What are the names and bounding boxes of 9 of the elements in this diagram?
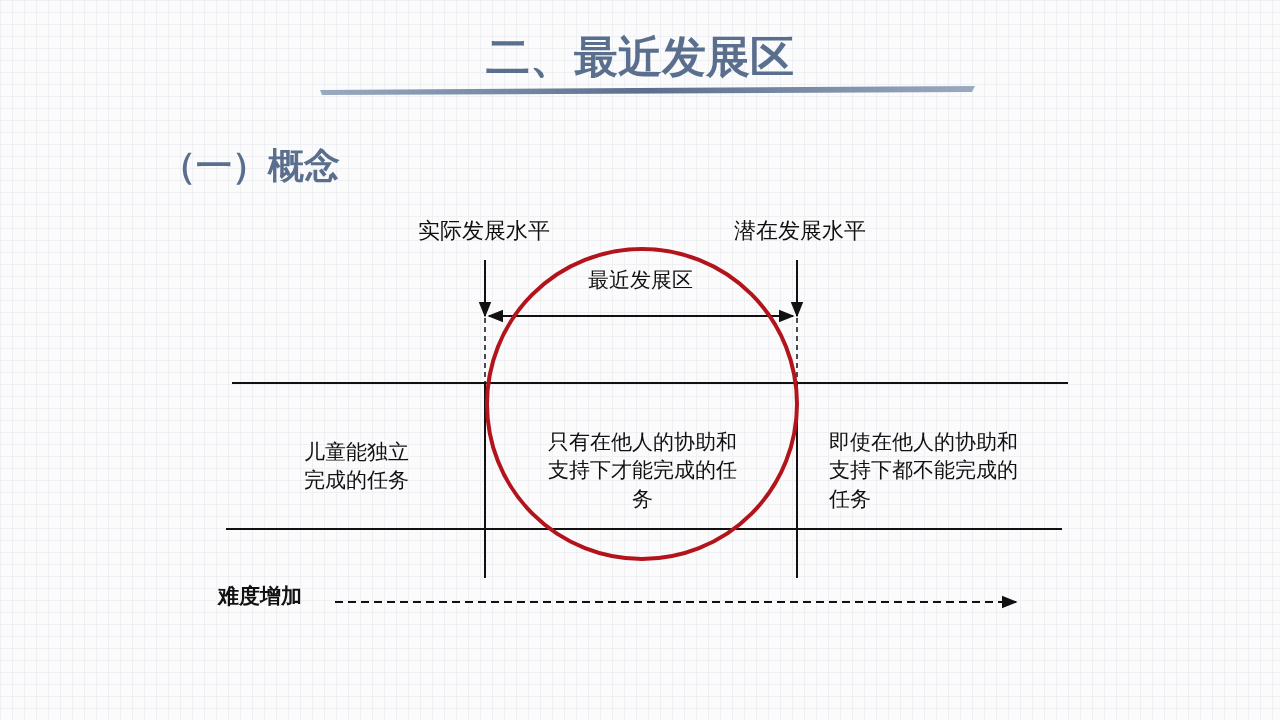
task-text: 即使在他人的协助和支持下都不能完成的任务: [828, 429, 1019, 513]
section-heading: （一）概念: [160, 144, 340, 188]
level-label: 潜在发展水平: [734, 217, 866, 245]
zone-label: 最近发展区: [587, 267, 693, 294]
slide-title: 二、最近发展区: [485, 30, 795, 84]
task-text: 儿童能独立完成的任务: [303, 439, 410, 495]
level-label: 实际发展水平: [418, 217, 550, 245]
axis-label: 难度增加: [218, 583, 302, 610]
task-text: 只有在他人的协助和支持下才能完成的任务: [546, 429, 738, 513]
